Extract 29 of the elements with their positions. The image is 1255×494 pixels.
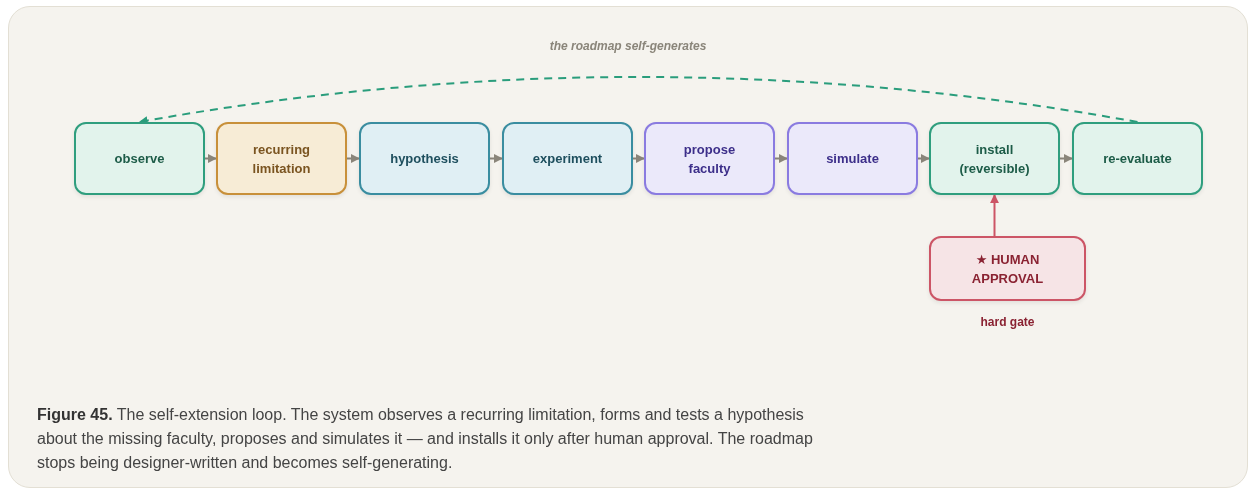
approval-box xyxy=(929,236,1086,301)
node-label: propose faculty xyxy=(682,140,737,178)
arrow xyxy=(917,154,930,163)
arrow xyxy=(1059,154,1073,163)
process-box xyxy=(502,122,633,195)
process-box xyxy=(929,122,1060,195)
node-label: install (reversible) xyxy=(958,140,1031,178)
figure-caption: Figure 45. The self-extension loop. The system observes a recurring limitation, forms and tests a hypothesis about the missing faculty, proposes and simulates it — and installs it only after human approval. The roadmap stops being designer-written and becomes self-generating. xyxy=(37,405,814,473)
node-label: re-evaluate xyxy=(1102,150,1173,168)
arrow xyxy=(489,154,503,163)
node-label: experiment xyxy=(531,150,604,168)
process-box xyxy=(359,122,490,195)
node-label: hypothesis xyxy=(389,150,460,168)
diagram-title: the roadmap self-generates xyxy=(548,39,708,53)
process-box xyxy=(216,122,347,195)
node-label: ★ HUMAN APPROVAL xyxy=(970,250,1045,288)
process-box xyxy=(1072,122,1203,195)
process-box xyxy=(787,122,918,195)
node-label: observe xyxy=(113,150,166,168)
arrow xyxy=(204,154,217,163)
process-box xyxy=(644,122,775,195)
arrow xyxy=(632,154,645,163)
node-label: simulate xyxy=(825,150,880,168)
process-box xyxy=(74,122,205,195)
node-label: recurring limitation xyxy=(251,140,312,178)
arrow xyxy=(346,154,360,163)
arrow xyxy=(774,154,788,163)
node-note: hard gate xyxy=(979,315,1036,329)
arrow xyxy=(990,194,999,237)
